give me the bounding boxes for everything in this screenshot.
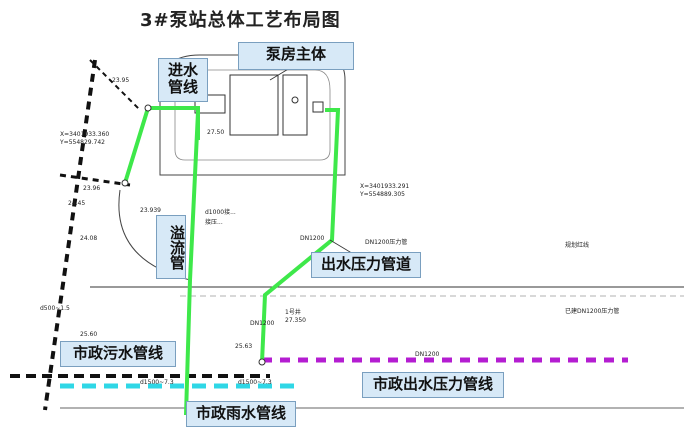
dn-label-6: DN1200 — [415, 351, 440, 358]
pump-house-body — [229, 74, 279, 136]
municipal-rain-label: 市政雨水管线 — [186, 401, 296, 427]
overflow-pipe-line — [184, 111, 200, 416]
coord-top-x: X=3401933.360 — [60, 131, 109, 138]
note-1: d1000接... — [205, 208, 236, 216]
note-4: DN1200压力管 — [365, 238, 407, 246]
pump-house-label: 泵房主体 — [238, 42, 354, 70]
note-6: 已建DN1200压力管 — [565, 307, 619, 315]
elev-1: 23.95 — [112, 77, 129, 84]
outlet-pressure-pipe-label: 出水压力管道 — [311, 252, 421, 278]
dn-label-4: d1500~7.3 — [238, 379, 272, 386]
dn-label-3: d1500~7.3 — [140, 379, 174, 386]
elev-8: 25.63 — [235, 343, 252, 350]
sewer-branch — [59, 173, 131, 187]
coord-right-y: Y=554889.305 — [359, 191, 405, 198]
outlet-pressure-pipe-line — [260, 108, 341, 363]
dn-label-2: DN1200 — [250, 320, 275, 327]
pump-house-annex — [282, 74, 308, 136]
node-outlet — [258, 358, 266, 366]
note-5: 规划红线 — [565, 241, 589, 249]
elev-7: 25.60 — [80, 331, 97, 338]
node-inlet — [144, 104, 152, 112]
dn-label-5: d500~1.5 — [40, 305, 70, 312]
overflow-pipe-label: 溢流管 — [156, 215, 186, 279]
elev-9: 27.350 — [285, 317, 306, 324]
inlet-pipe-label: 进水 管线 — [158, 58, 208, 102]
dn-label-1: DN1200 — [300, 235, 325, 242]
municipal-outlet-label: 市政出水压力管线 — [362, 372, 504, 398]
page-title: 3#泵站总体工艺布局图 — [140, 10, 341, 31]
sewer-branch-2 — [89, 59, 141, 111]
leader-pump — [269, 67, 291, 81]
sewer-main-vertical — [43, 59, 97, 411]
municipal-sewage-label: 市政污水管线 — [60, 341, 176, 367]
elev-4: 24.45 — [68, 200, 85, 207]
outlet-chamber — [312, 101, 324, 113]
elev-5: 24.08 — [80, 235, 97, 242]
valve-marker — [291, 96, 299, 104]
coord-top-y: Y=554829.742 — [59, 139, 105, 146]
elev-6: 23.939 — [140, 207, 161, 214]
elev-2: 27.50 — [207, 129, 224, 136]
note-2: 接压... — [205, 218, 223, 226]
inlet-pipe-line — [123, 106, 200, 184]
note-3: 1号井 — [285, 308, 301, 316]
elev-3: 23.96 — [83, 185, 100, 192]
coord-right-x: X=3401933.291 — [360, 183, 409, 190]
node-inlet-start — [121, 179, 129, 187]
